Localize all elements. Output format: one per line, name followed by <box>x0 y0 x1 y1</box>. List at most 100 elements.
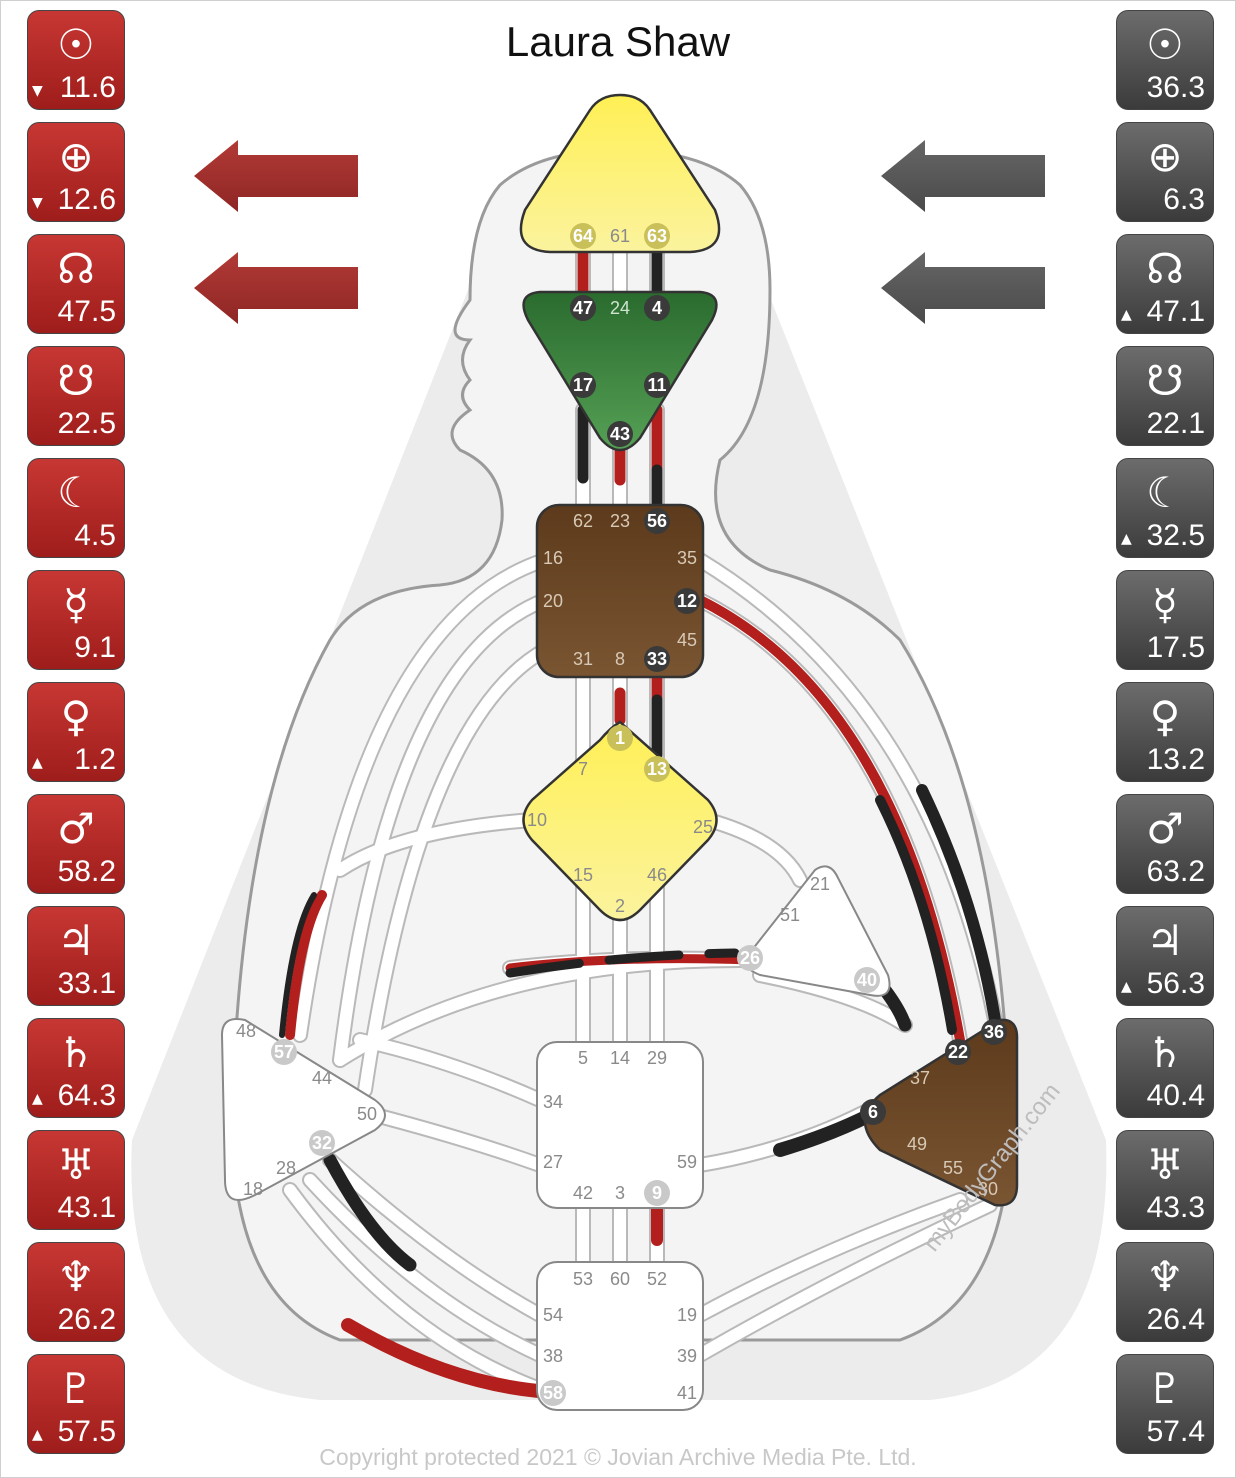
gate-number: 37 <box>910 1068 930 1088</box>
gate-number: 6 <box>868 1102 878 1122</box>
channel-track-fill <box>334 594 551 1066</box>
gate-54: 54 <box>543 1305 563 1325</box>
planet-gate-value: 57.4 <box>1146 1415 1205 1448</box>
channel-32-54-personality <box>323 1153 417 1272</box>
channel-track-fill <box>284 1184 554 1398</box>
south-node-icon: ☋ <box>57 356 95 405</box>
channel-track-fill <box>294 554 551 1041</box>
gate-number: 22 <box>948 1042 968 1062</box>
channel-track-fill <box>304 1174 546 1361</box>
design-arrows <box>194 140 358 324</box>
gate-number: 5 <box>578 1048 588 1068</box>
channel-12-22-design <box>695 595 965 1045</box>
planet-gate-value: 43.3 <box>1146 1191 1205 1224</box>
gate-number: 47 <box>573 298 593 318</box>
gate-number: 28 <box>276 1158 296 1178</box>
gate-number: 23 <box>610 511 630 531</box>
gate-number: 1 <box>615 728 625 748</box>
venus-icon: ♀ <box>60 692 92 741</box>
venus-icon: ♀ <box>1149 692 1181 741</box>
gate-number: 16 <box>543 548 563 568</box>
gate-43: 43 <box>607 421 633 447</box>
gate-61: 61 <box>610 226 630 246</box>
north-node-icon: ☊ <box>57 244 95 293</box>
design-planet-south-node: ☋22.5 <box>27 346 125 446</box>
gate-number: 49 <box>907 1134 927 1154</box>
gate-13: 13 <box>644 756 670 782</box>
planet-gate-value: 1.2 <box>74 743 116 776</box>
gate-34: 34 <box>543 1092 563 1112</box>
gate-number: 32 <box>312 1133 332 1153</box>
gate-47: 47 <box>570 295 596 321</box>
exalted-icon: ▲ <box>1121 307 1132 323</box>
channel-track-fill <box>369 1109 546 1171</box>
gate-activation-dot <box>607 421 633 447</box>
gate-24: 24 <box>610 298 630 318</box>
gate-number: 61 <box>610 226 630 246</box>
gate-activation-dot <box>860 1099 886 1125</box>
gate-activation-dot <box>945 1039 971 1065</box>
planet-gate-value: 57.5 <box>57 1415 116 1448</box>
gate-number: 56 <box>647 511 667 531</box>
channel-track-fill <box>334 814 538 876</box>
gate-11: 11 <box>644 372 670 398</box>
gate-number: 2 <box>615 896 625 916</box>
design-planet-venus: ♀▲1.2 <box>27 682 125 782</box>
gate-number: 39 <box>677 1346 697 1366</box>
saturn-icon: ♄ <box>1146 1028 1184 1077</box>
gate-53: 53 <box>573 1269 593 1289</box>
gate-number: 43 <box>610 424 630 444</box>
mercury-icon: ☿ <box>1152 580 1178 629</box>
gate-36: 36 <box>981 1019 1007 1045</box>
center-throat <box>535 503 705 679</box>
gate-number: 64 <box>573 226 593 246</box>
gate-number: 63 <box>647 226 667 246</box>
design-planet-jupiter: ♃33.1 <box>27 906 125 1006</box>
gate-activation-dot <box>570 223 596 249</box>
gate-number: 14 <box>610 1048 630 1068</box>
personality-planet-neptune: ♆26.4 <box>1116 1242 1214 1342</box>
center-spleen <box>220 1018 386 1201</box>
gate-14: 14 <box>610 1048 630 1068</box>
gate-number: 54 <box>543 1305 563 1325</box>
earth-icon: ⊕ <box>1147 132 1183 181</box>
planet-gate-value: 22.1 <box>1146 407 1205 440</box>
gate-activation-dot <box>570 372 596 398</box>
center-sacral <box>536 1041 704 1209</box>
channel-track-fill <box>694 1199 996 1361</box>
gate-number: 10 <box>527 810 547 830</box>
gate-number: 41 <box>677 1383 697 1403</box>
gate-number: 15 <box>573 865 593 885</box>
design-planet-mercury: ☿9.1 <box>27 570 125 670</box>
pluto-icon: ♇ <box>1146 1364 1184 1413</box>
gate-15: 15 <box>573 865 593 885</box>
mercury-icon: ☿ <box>63 580 89 629</box>
planet-gate-value: 58.2 <box>57 855 116 888</box>
gate-19: 19 <box>677 1305 697 1325</box>
neptune-icon: ♆ <box>1146 1252 1184 1301</box>
gate-12: 12 <box>674 588 700 614</box>
gate-number: 50 <box>357 1104 377 1124</box>
gate-number: 38 <box>543 1346 563 1366</box>
gate-number: 24 <box>610 298 630 318</box>
gate-activation-dot <box>540 1380 566 1406</box>
gate-25: 25 <box>693 817 713 837</box>
active-channels <box>279 244 1001 1399</box>
gate-27: 27 <box>543 1152 563 1172</box>
gate-activation-dot <box>644 646 670 672</box>
design-arrow-top <box>194 140 358 212</box>
personality-arrows <box>881 140 1045 324</box>
earth-icon: ⊕ <box>58 132 94 181</box>
channel-58-18-design <box>341 1318 557 1399</box>
gate-number: 46 <box>647 865 667 885</box>
planet-gate-value: 17.5 <box>1146 631 1205 664</box>
planet-gate-value: 43.1 <box>57 1191 116 1224</box>
design-planet-mars: ♂58.2 <box>27 794 125 894</box>
gate-32: 32 <box>309 1130 335 1156</box>
gate-number: 21 <box>810 874 830 894</box>
planet-gate-value: 64.3 <box>57 1079 116 1112</box>
personality-planet-sun: ☉36.3 <box>1116 10 1214 110</box>
planet-gate-value: 26.2 <box>57 1303 116 1336</box>
design-planet-uranus: ♅43.1 <box>27 1130 125 1230</box>
gate-29: 29 <box>647 1048 667 1068</box>
